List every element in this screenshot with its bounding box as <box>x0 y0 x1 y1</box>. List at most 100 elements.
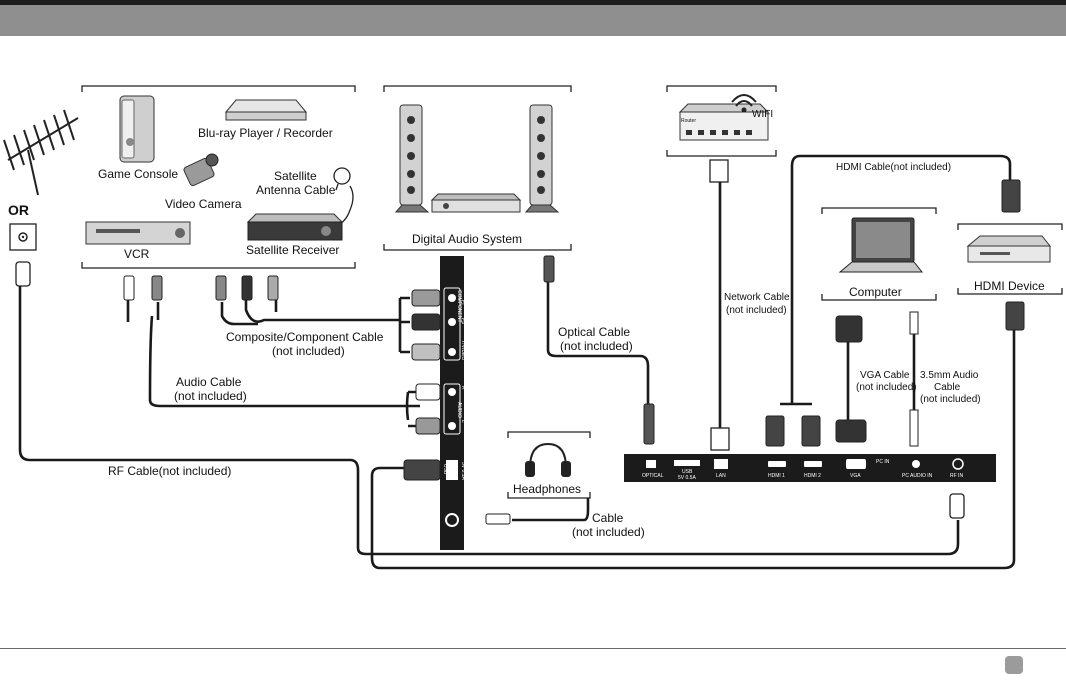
audio-35mm-note: (not included) <box>920 394 981 405</box>
hdmi1-port-icon <box>768 461 786 467</box>
composite-cable <box>398 296 410 354</box>
audio-l-plug-icon <box>415 417 441 435</box>
network-cable-label: Network Cable <box>724 292 790 303</box>
satellite-label: Satellite <box>274 169 317 183</box>
hdmi2-port-icon <box>804 461 822 467</box>
vga-port-icon <box>846 459 866 469</box>
router-icon <box>678 103 770 141</box>
hdmi-plug-top-icon <box>1001 179 1021 213</box>
port-pb-label: Pb <box>460 318 466 324</box>
bracket-hdmi-device-bottom <box>957 288 1063 295</box>
vcr-label: VCR <box>124 247 150 261</box>
y-video-jack-icon <box>448 348 456 356</box>
port-pc-in-label: PC IN <box>876 459 890 465</box>
headphone-plug-icon <box>485 513 511 525</box>
audio-r-jack-icon <box>448 388 456 396</box>
rf-port-icon <box>952 458 964 470</box>
port-rf-in-label: RF IN <box>950 473 963 479</box>
hdmi1-plug-icon <box>765 415 785 447</box>
bluray-label: Blu-ray Player / Recorder <box>198 126 333 140</box>
optical-cable-label: Optical Cable <box>558 325 630 339</box>
computer-label: Computer <box>849 285 902 299</box>
router-label: Router <box>681 118 696 124</box>
antenna-cable-label: Antenna Cable <box>256 183 336 197</box>
vga-plug-top-icon <box>835 315 863 343</box>
hdmi2-plug-icon <box>801 415 821 447</box>
game-console-label: Game Console <box>98 167 178 181</box>
port-lan-label: LAN <box>716 473 726 479</box>
port-hdmi1-label: HDMI 1 <box>768 473 785 479</box>
game-console-icon <box>119 95 155 163</box>
optical-plug-top-icon <box>543 255 555 283</box>
port-usb-sub-label: 5V 0.5A <box>678 475 696 481</box>
vcr-icon <box>85 221 191 245</box>
port-audio-label: AUDIO <box>456 402 462 418</box>
headphone-cable <box>512 498 590 522</box>
port-pc-audio-label: PC AUDIO IN <box>902 473 933 479</box>
composite-cable-label: Composite/Component Cable <box>226 330 384 344</box>
bracket-headphones-bottom <box>507 492 591 499</box>
component-pr-plug-icon <box>411 289 441 307</box>
port-usb-side-label: USB <box>442 464 448 475</box>
satellite-receiver-icon <box>246 213 344 241</box>
rf-plug-tv-icon <box>949 493 965 519</box>
usb-port-icon <box>674 460 700 466</box>
hdmi-cable <box>779 154 1012 406</box>
wifi-label: WIFI <box>752 109 773 120</box>
wifi-icon <box>731 94 757 113</box>
tv-side-panel <box>440 256 464 550</box>
audio-cable <box>148 302 420 408</box>
headphone-jack-icon <box>445 513 459 527</box>
bracket-computer-top <box>821 207 937 214</box>
composite-cable-note: (not included) <box>272 344 345 358</box>
cable-label: Cable <box>592 511 624 525</box>
antenna-icon <box>3 109 79 196</box>
usb-side-port-icon <box>446 460 458 480</box>
bracket-router-top <box>666 85 777 92</box>
rf-plug-icon <box>15 261 31 287</box>
hdmi-device-icon <box>966 235 1052 263</box>
hdmi-side-plug-icon <box>403 459 441 481</box>
audio-35mm-plug-bottom-icon <box>909 409 919 447</box>
audio-35mm-label-1: 3.5mm Audio <box>920 370 979 381</box>
optical-cable-note: (not included) <box>560 339 633 353</box>
optical-port-icon <box>646 460 656 468</box>
digital-audio-label: Digital Audio System <box>412 232 522 246</box>
or-label: OR <box>8 202 29 218</box>
network-cable-note: (not included) <box>726 305 787 316</box>
hdmi-cable-label: HDMI Cable(not included) <box>836 162 951 173</box>
port-audio-r-label: R <box>460 386 466 390</box>
bracket-computer-bottom <box>821 294 937 301</box>
bracket-sources-bottom <box>81 262 356 269</box>
rca-plugs-receiver-icon <box>215 275 279 301</box>
vga-cable-note: (not included) <box>856 382 917 393</box>
bluray-player-icon <box>224 99 308 121</box>
port-vga-label: VGA <box>850 473 861 479</box>
bracket-sources-top <box>81 85 356 92</box>
pc-audio-port-icon <box>912 460 920 468</box>
audio-l-jack-icon <box>448 422 456 430</box>
bracket-hdmi-device-top <box>957 223 1063 230</box>
audio-cable-note: (not included) <box>174 389 247 403</box>
rf-cable <box>18 286 960 556</box>
audio-35mm-plug-top-icon <box>909 311 919 335</box>
hdmi-plug-device-icon <box>1005 301 1025 331</box>
hdmi-device-cable <box>370 326 1016 570</box>
port-component-label: COMPONENT <box>456 290 462 323</box>
port-audio-l-label: L <box>460 420 466 423</box>
vga-cable-label: VGA Cable <box>860 370 910 381</box>
headphones-icon <box>525 442 571 477</box>
port-y-video-label: Y/VIDEO <box>460 340 466 360</box>
bracket-audio-top <box>383 85 572 92</box>
rca-plugs-vcr-icon <box>123 275 163 301</box>
tv-bottom-panel <box>624 454 996 482</box>
network-plug-top-icon <box>709 159 729 183</box>
computer-icon <box>838 217 924 273</box>
vga-plug-bottom-icon <box>835 419 867 443</box>
satellite-receiver-label: Satellite Receiver <box>246 243 339 257</box>
audio-35mm-label-2: Cable <box>934 382 961 393</box>
port-hdmi2-label: HDMI 2 <box>804 473 821 479</box>
audio-r-plug-icon <box>415 383 441 401</box>
video-camera-label: Video Camera <box>165 197 242 211</box>
